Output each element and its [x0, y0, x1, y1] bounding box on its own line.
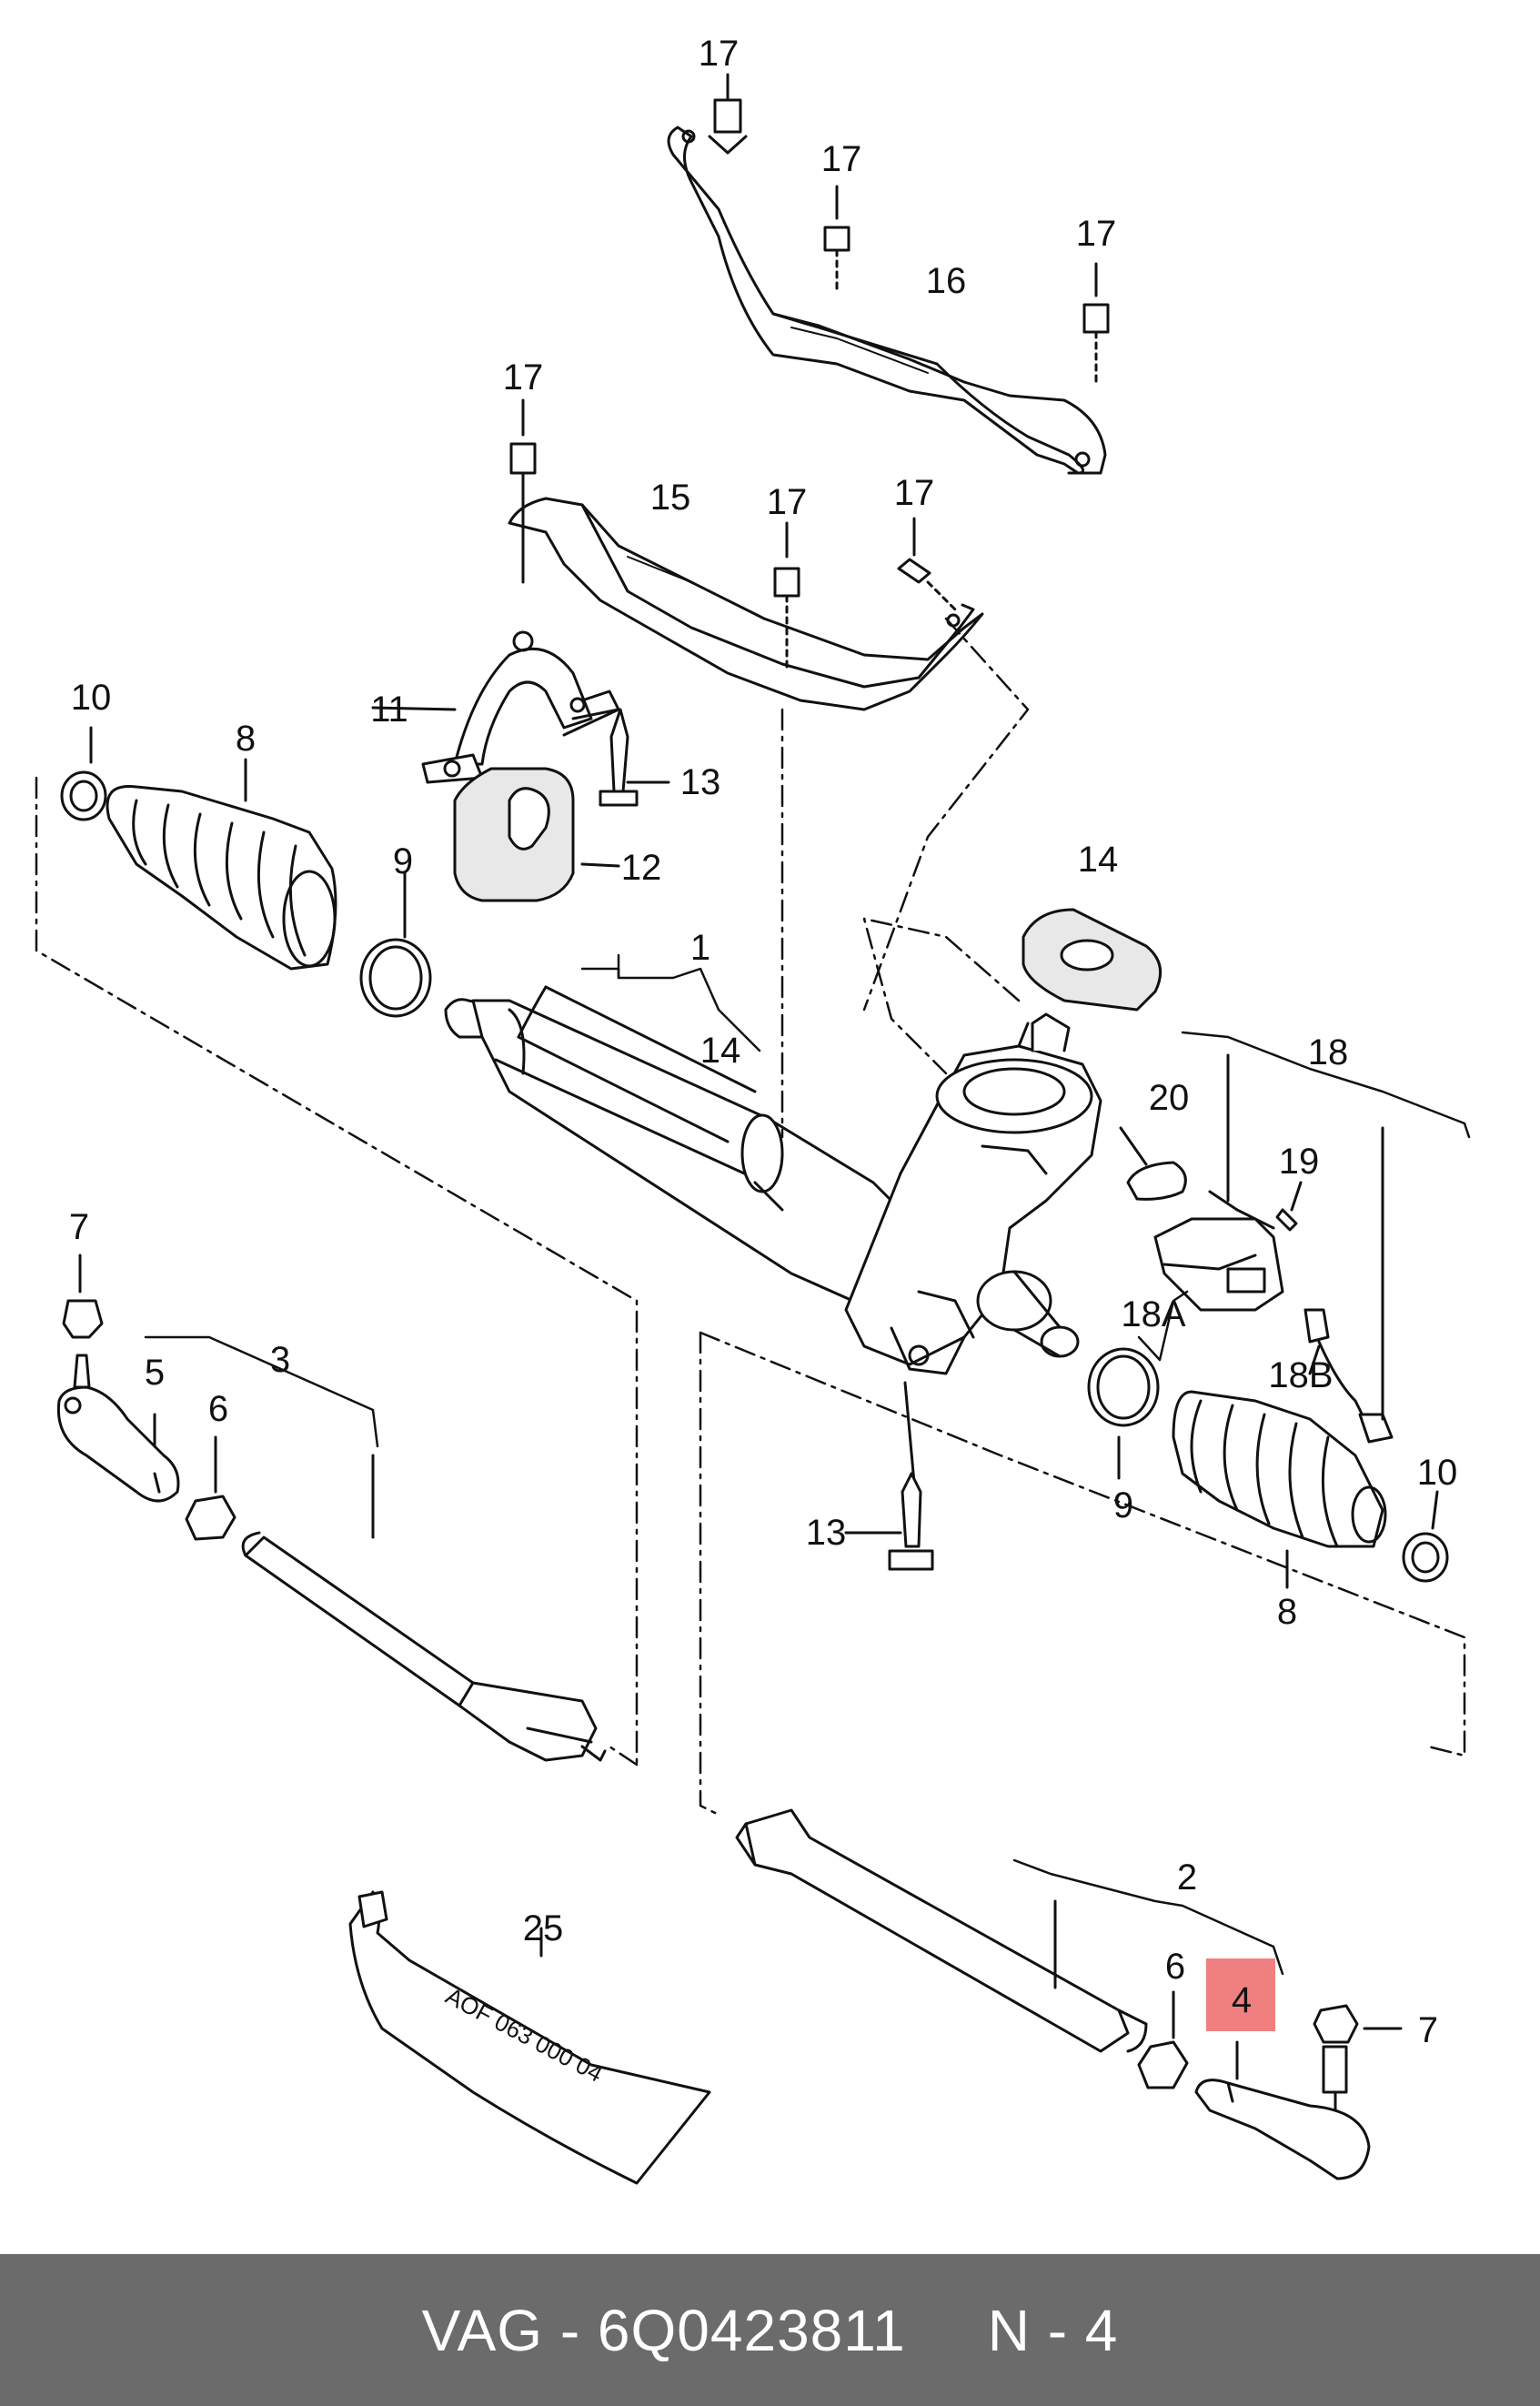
bolt-13-upper — [562, 708, 670, 807]
bolt-17-f — [897, 517, 957, 611]
label-17-f: 17 — [894, 473, 935, 513]
boot-8-left — [106, 758, 337, 971]
label-7-right: 7 — [1418, 2010, 1438, 2050]
steering-rack-housing-1 — [444, 998, 1102, 1375]
bolt-17-b — [823, 185, 851, 293]
label-8-right: 8 — [1277, 1592, 1297, 1632]
label-1: 1 — [690, 928, 710, 968]
label-10-right: 10 — [1417, 1453, 1458, 1493]
clip-10-right — [1402, 1490, 1449, 1583]
sensor-18 — [1153, 1190, 1284, 1312]
upper-bracket-16 — [667, 126, 1107, 475]
gasket-20 — [1119, 1126, 1187, 1201]
rack-shaft — [517, 985, 757, 1143]
bolt-13-lower — [844, 1381, 934, 1571]
label-17-c: 17 — [1076, 214, 1117, 254]
nut-6-left — [185, 1435, 237, 1541]
seal-14 — [1022, 908, 1163, 1012]
clamp-ring-9-left — [359, 871, 432, 1018]
tie-rod-end-4 — [1194, 2040, 1371, 2180]
label-6-right: 6 — [1165, 1947, 1185, 1987]
footer-brand: VAG — [421, 2297, 544, 2363]
tie-rod-3 — [241, 1454, 607, 1762]
harness-18b — [1226, 1053, 1394, 1444]
label-12: 12 — [621, 848, 662, 888]
grease-tube-25 — [348, 1890, 711, 2185]
clamp-11 — [371, 630, 620, 784]
label-14-top: 14 — [1078, 840, 1119, 880]
label-7-left: 7 — [69, 1207, 89, 1247]
steering-rack-exploded-diagram: 17 17 17 16 17 15 17 17 10 11 8 13 12 14… — [35, 34, 1471, 2185]
lower-bracket-15 — [508, 497, 984, 711]
label-10-left: 10 — [71, 678, 112, 718]
label-18: 18 — [1308, 1032, 1349, 1072]
label-17-d: 17 — [503, 357, 544, 398]
label-6-left: 6 — [208, 1389, 228, 1429]
tie-rod-2 — [735, 1808, 1148, 2053]
boot-8-right — [1172, 1390, 1387, 1589]
label-18b: 18B — [1268, 1355, 1333, 1395]
label-15: 15 — [650, 478, 691, 518]
part-number-footer: VAG - 6Q0423811 N - 4 — [0, 2254, 1540, 2406]
label-19: 19 — [1279, 1142, 1320, 1182]
clamp-ring-9-right — [1087, 1347, 1160, 1480]
screw-19 — [1275, 1181, 1303, 1232]
nut-7-left — [62, 1253, 104, 1339]
clip-10-left — [60, 726, 107, 821]
footer-position: N - 4 — [987, 2297, 1119, 2363]
bolt-17-e — [773, 521, 800, 670]
label-17-a: 17 — [699, 34, 740, 74]
highlight-box — [1206, 1958, 1275, 2031]
label-11: 11 — [370, 690, 408, 730]
rubber-mount-12 — [453, 767, 620, 902]
label-2: 2 — [1177, 1857, 1197, 1898]
label-20: 20 — [1149, 1078, 1190, 1118]
label-16: 16 — [926, 261, 967, 301]
label-14-bottom: 14 — [700, 1031, 741, 1071]
footer-separator: - — [559, 2297, 581, 2363]
label-8-left: 8 — [236, 719, 256, 759]
label-3: 3 — [270, 1340, 290, 1380]
nut-6-right — [1137, 1990, 1189, 2089]
nut-7-right — [1313, 2004, 1403, 2044]
label-25: 25 — [523, 1908, 564, 1948]
label-17-b: 17 — [821, 139, 862, 179]
bolt-17-d — [509, 398, 537, 584]
label-13-lower: 13 — [806, 1513, 847, 1553]
label-17-e: 17 — [767, 482, 808, 522]
bolt-17-a — [708, 73, 748, 155]
label-18a: 18A — [1121, 1294, 1185, 1334]
label-5: 5 — [145, 1353, 165, 1393]
tie-rod-end-5 — [56, 1354, 180, 1503]
footer-part-number: 6Q0423811 — [597, 2297, 906, 2363]
leader-lines — [144, 953, 1471, 1976]
label-9-right: 9 — [1113, 1485, 1133, 1525]
label-9-left: 9 — [393, 841, 413, 881]
label-13-upper: 13 — [680, 762, 721, 802]
bolt-17-c — [1082, 262, 1110, 384]
label-4: 4 — [1232, 1980, 1252, 2020]
assembly-outline-lines — [35, 617, 1466, 1817]
